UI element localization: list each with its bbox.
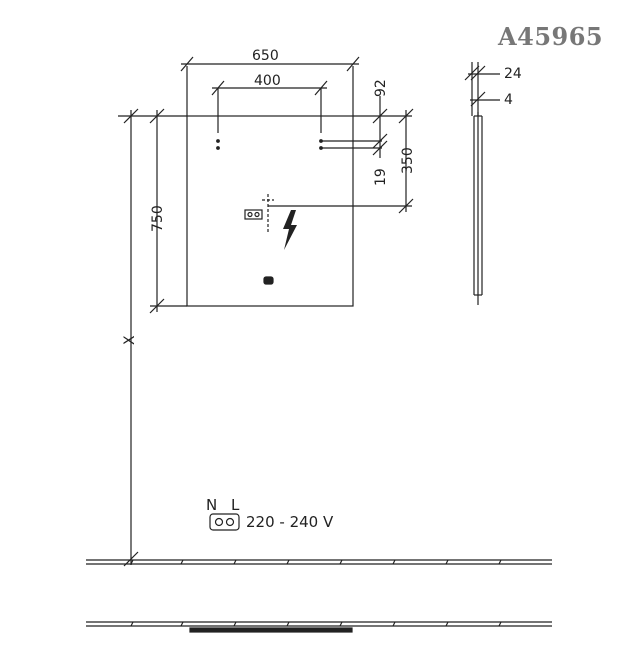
depth-dimension <box>464 62 500 116</box>
legend-neutral: N <box>206 496 217 514</box>
outlet-drop-dimension <box>268 108 414 214</box>
height-dimension <box>149 108 187 314</box>
depth-label: 24 <box>504 66 522 82</box>
floor-joints <box>130 559 502 627</box>
sensor-icon <box>263 276 274 285</box>
legend-live: L <box>231 496 240 514</box>
floor-line-lower <box>86 621 552 633</box>
bracket-label: 19 <box>373 168 389 186</box>
legend-voltage: 220 - 240 V <box>246 513 334 531</box>
mirror-front-outline <box>186 115 354 307</box>
lightning-icon <box>283 210 297 250</box>
height-label: 750 <box>150 205 166 232</box>
mounting-hole-icon <box>216 139 220 150</box>
hole-spacing-dimension <box>211 80 328 133</box>
width-dimension <box>180 56 360 116</box>
outlet-drop-label: 350 <box>400 147 416 174</box>
top-offset-label: 92 <box>373 79 389 97</box>
floor-line-upper <box>86 559 552 565</box>
mount-height-label: X <box>122 335 138 345</box>
glass-label: 4 <box>504 92 513 108</box>
power-socket-icon <box>244 209 263 220</box>
socket-position-marker <box>262 194 274 232</box>
hole-spacing-label: 400 <box>254 73 281 89</box>
article-number: A45965 <box>498 22 604 51</box>
top-offset-dimension <box>321 96 412 158</box>
legend-socket-icon <box>209 513 240 531</box>
width-label: 650 <box>252 48 279 64</box>
mirror-side-view <box>473 112 483 305</box>
